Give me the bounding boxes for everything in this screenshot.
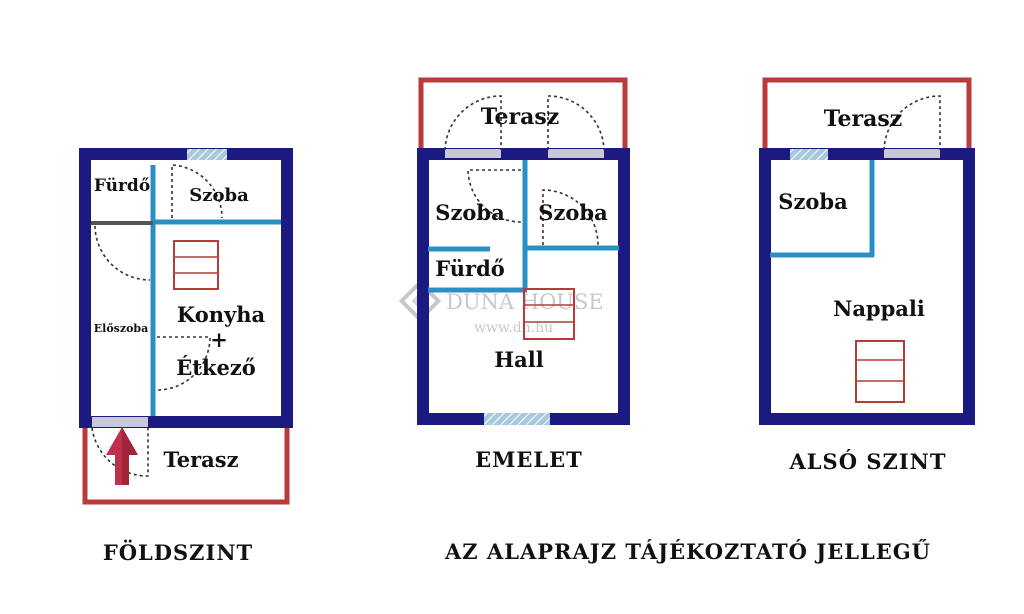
upper-terrace-door-right	[548, 149, 604, 158]
caption-upper-floor: EMELET	[475, 447, 583, 472]
ground-window-top	[187, 149, 227, 160]
stairs-icon	[523, 288, 575, 340]
upper-room-right-door	[542, 189, 599, 246]
upper-window-bottom	[484, 413, 550, 425]
ground-label-terrace: Terasz	[164, 447, 239, 472]
ground-bath-door	[94, 225, 151, 281]
ground-label-hallway: Előszoba	[94, 322, 149, 335]
ground-label-kitchen: Konyha	[177, 302, 266, 327]
lower-label-terrace: Terasz	[824, 106, 903, 132]
lower-terrace-door-swing	[883, 95, 941, 151]
ground-terrace-outline	[82, 428, 290, 505]
entrance-arrow-icon	[106, 427, 138, 485]
upper-floor-plan: Terasz Szoba Szoba Fürdő Hall	[417, 77, 630, 425]
ground-floor-plan: Fürdő Szoba Előszoba Konyha + Étkező Ter…	[79, 148, 293, 505]
caption-ground-floor: FÖLDSZINT	[103, 540, 253, 565]
ground-label-room: Szoba	[189, 185, 249, 206]
ground-entrance-door	[91, 427, 149, 477]
lower-window-top	[790, 149, 828, 160]
lower-outer-walls	[759, 148, 975, 425]
ground-doors	[91, 164, 223, 477]
ground-room-door	[171, 164, 223, 219]
upper-doors	[444, 95, 605, 246]
upper-label-hall: Hall	[494, 347, 543, 372]
ground-label-bath: Fürdő	[94, 176, 150, 196]
lower-terrace-outline	[762, 77, 972, 150]
upper-label-room-left: Szoba	[435, 200, 505, 225]
upper-label-room-right: Szoba	[538, 200, 608, 225]
ground-entrance-threshold	[92, 417, 148, 427]
ground-outer-walls	[79, 148, 293, 428]
upper-terrace-door-right-swing	[547, 95, 605, 151]
lower-label-room: Szoba	[778, 189, 848, 214]
upper-label-terrace: Terasz	[481, 104, 560, 130]
lower-terrace-door	[884, 149, 940, 158]
lower-floor-plan: Terasz Szoba Nappali	[759, 77, 975, 425]
stairs-icon	[173, 240, 219, 290]
stairs-icon	[855, 340, 905, 403]
ground-kitchen-door	[156, 336, 211, 391]
ground-label-plus: +	[210, 327, 228, 352]
caption-lower-floor: ALSÓ SZINT	[789, 449, 947, 474]
lower-label-living: Nappali	[833, 296, 925, 321]
upper-terrace-outline	[418, 77, 628, 150]
lower-doors	[883, 95, 941, 151]
upper-label-bath: Fürdő	[435, 256, 505, 281]
watermark-url: www.dh.hu	[474, 320, 553, 336]
upper-room-left-door	[467, 169, 522, 223]
upper-terrace-door-left-swing	[444, 95, 502, 151]
disclaimer-text: AZ ALAPRAJZ TÁJÉKOZTATÓ JELLEGŰ	[444, 539, 931, 564]
upper-terrace-door-left	[445, 149, 501, 158]
ground-label-dining: Étkező	[176, 355, 256, 380]
